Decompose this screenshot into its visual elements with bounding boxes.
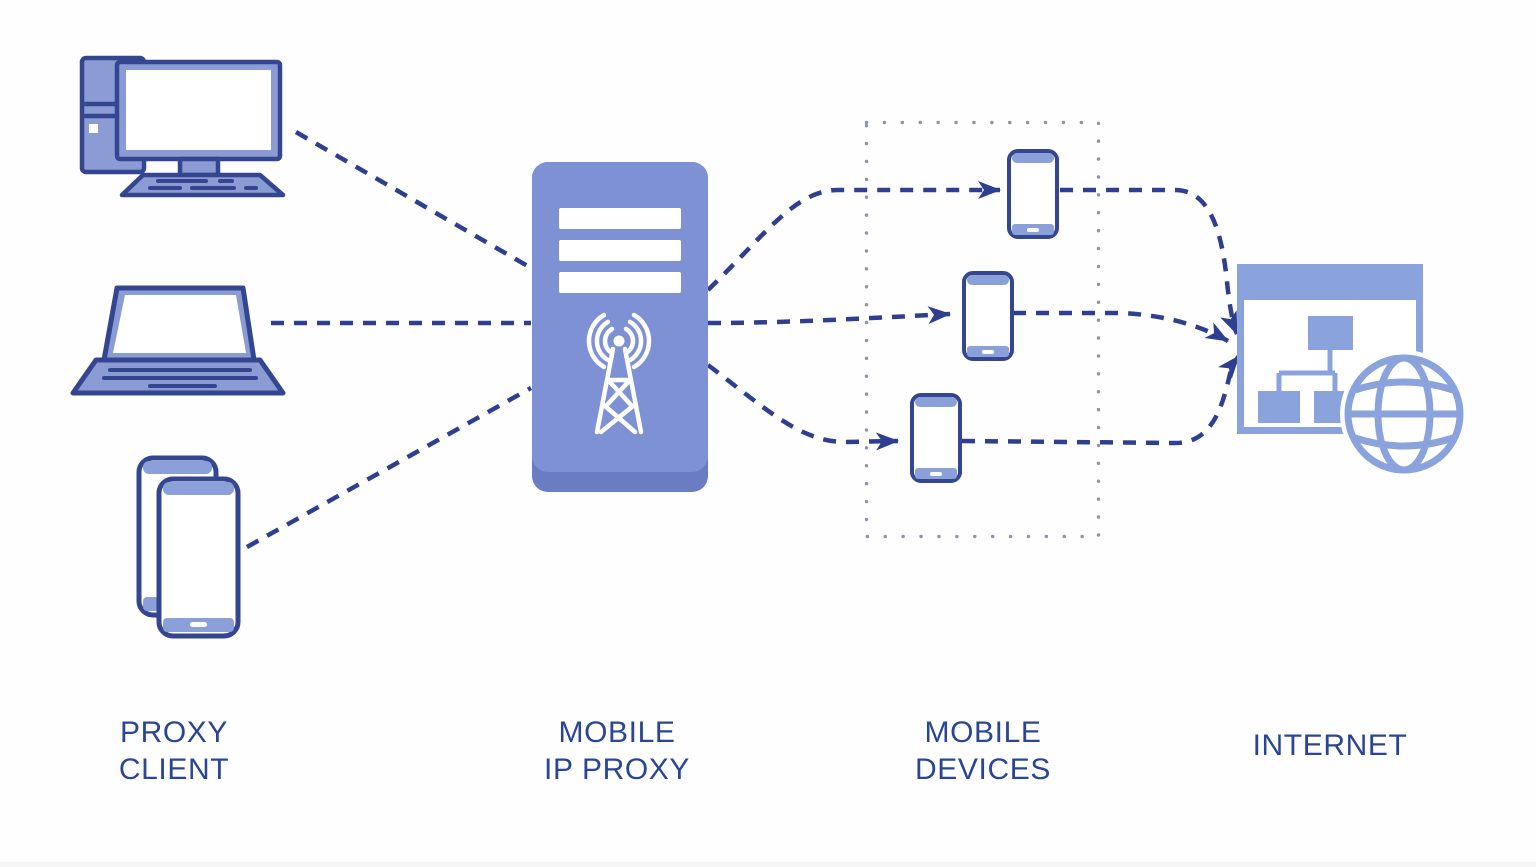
sitemap-icon (1276, 350, 1338, 391)
laptop-icon (70, 285, 286, 396)
browser-window-icon (1237, 264, 1423, 434)
antenna-icon (586, 312, 652, 435)
mobile-device-1-icon (1007, 149, 1059, 239)
line-proxy-to-device2 (707, 306, 951, 326)
mobile-ip-proxy-label-line2: IP PROXY (544, 753, 690, 786)
proxy-client-label: PROXY CLIENT (64, 714, 284, 788)
mobile-device-3-icon (910, 393, 962, 483)
mobile-devices-label-line1: MOBILE (924, 716, 1042, 749)
bottom-edge-strip (0, 862, 1536, 867)
proxy-server-icon (532, 162, 708, 492)
mobile-ip-proxy-label: MOBILE IP PROXY (507, 714, 727, 788)
mobile-devices-label-line2: DEVICES (915, 753, 1051, 786)
server-slots (559, 208, 681, 293)
internet-label-line1: INTERNET (1252, 729, 1408, 762)
line-device2-to-internet (1013, 310, 1230, 343)
desktop-computer-icon (79, 55, 286, 198)
line-phones-to-proxy (245, 386, 533, 549)
line-device1-to-internet (1060, 187, 1240, 335)
mobile-ip-proxy-label-line1: MOBILE (558, 716, 676, 749)
internet-label: INTERNET (1220, 727, 1440, 764)
mobile-devices-label: MOBILE DEVICES (873, 714, 1093, 788)
mobile-device-2-icon (962, 271, 1014, 361)
line-proxy-to-device1 (706, 181, 1001, 292)
line-proxy-to-device3 (706, 363, 899, 451)
globe-icon (1340, 350, 1468, 478)
internet-icon (1237, 264, 1468, 478)
proxy-client-label-line1: PROXY (119, 716, 229, 749)
dual-smartphones-icon (136, 455, 241, 639)
proxy-client-label-line2: CLIENT (118, 753, 230, 786)
line-desktop-to-proxy (294, 130, 533, 270)
line-device3-to-internet (961, 354, 1241, 446)
